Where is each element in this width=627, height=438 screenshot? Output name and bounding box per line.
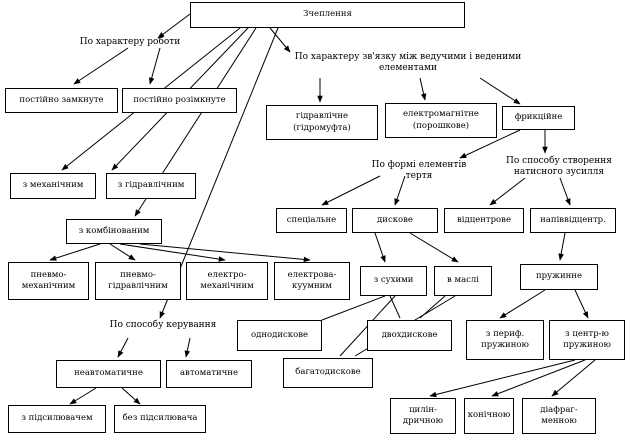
node-pneumo-hydraulic: пневмо- гідравлічним — [95, 262, 181, 300]
edge-operation-closed — [73, 47, 129, 85]
node-without-booster: без підсилювача — [114, 405, 206, 433]
edge-friction-shape — [459, 129, 521, 159]
node-hydraulic-coupling: гідравлічне (гідромуфта) — [266, 105, 378, 140]
node-hydraulic-drive: з гідравлічним — [106, 173, 196, 199]
node-electromagnetic: електромагнітне (порошкове) — [385, 103, 497, 138]
node-dry: з сухими — [360, 266, 427, 296]
node-friction: фрикційне — [502, 106, 575, 130]
node-oil: в маслі — [434, 266, 492, 296]
edge-central-conical — [491, 359, 586, 397]
category-by-friction-shape: По формі елементів тертя — [371, 160, 467, 182]
edge-central-diaphragm — [551, 359, 596, 397]
edge-semi-spring — [558, 232, 566, 261]
edge-disc-dry — [374, 232, 386, 263]
edge-central-cylindrical — [429, 359, 576, 398]
edge-pressure-centrifugal — [489, 177, 526, 206]
node-mechanical-drive: з механічним — [10, 173, 96, 199]
node-electro-mechanical: електро- механічним — [186, 262, 268, 300]
node-centrifugal: відцентрове — [444, 208, 524, 233]
node-multi-disc: багатодискове — [283, 358, 373, 388]
edge-control-nonauto — [117, 337, 129, 358]
edge-pressure-semi — [559, 177, 571, 206]
edge-shape-disc — [394, 175, 406, 206]
node-central-spring: з центр-ю пружиною — [549, 320, 625, 360]
edge-spring-central — [574, 289, 589, 319]
edge-control-auto — [184, 337, 191, 358]
edge-nonauto-booster — [69, 387, 97, 405]
edge-root-connection — [269, 27, 291, 53]
edge-combined-pneumomech — [49, 243, 101, 261]
edge-nonauto-nobooster — [121, 387, 141, 405]
category-by-control: По способу керування — [109, 320, 217, 330]
edge-combined-electrovac — [139, 243, 311, 263]
category-by-connection: По характеру зв'язку між ведучими і веде… — [294, 52, 522, 74]
edge-combined-electromech — [119, 243, 226, 262]
node-automatic: автоматичне — [166, 360, 252, 388]
edge-disc-oil — [409, 232, 459, 263]
node-spring: пружинне — [520, 264, 598, 290]
edge-connection-friction — [479, 77, 521, 105]
node-normally-open: постійно розімкнуте — [122, 88, 237, 113]
node-disc: дискове — [352, 208, 438, 233]
edge-operation-open — [148, 47, 161, 85]
edge-root-operation — [157, 13, 191, 39]
node-pneumo-mechanical: пневмо- механічним — [8, 262, 89, 300]
node-peripheral-springs: з периф. пружиною — [466, 320, 544, 360]
node-combined-drive: з комбінованим — [66, 219, 162, 244]
category-by-operation: По характеру роботи — [79, 37, 181, 47]
node-semi-centrifugal: напіввідцентр. — [530, 208, 616, 233]
edge-shape-special — [321, 175, 381, 206]
node-diaphragm: діафраг- менною — [522, 398, 596, 434]
node-double-disc: двохдискове — [367, 320, 452, 351]
node-electro-vacuum: електрова- куумним — [274, 262, 350, 300]
node-single-disc: однодискове — [237, 320, 322, 351]
node-normally-closed: постійно замкнуте — [5, 88, 118, 113]
node-cylindrical: цилін- дричною — [390, 398, 456, 434]
node-root: Зчеплення — [190, 2, 465, 28]
edge-combined-pneumohydr — [109, 243, 136, 261]
node-special: спеціальне — [276, 208, 347, 233]
edge-connection-electromagnetic — [419, 77, 427, 101]
edge-spring-peripheral — [499, 289, 546, 319]
category-by-pressure-method: По способу створення натисного зусилля — [506, 156, 612, 178]
node-non-automatic: неавтоматичне — [56, 360, 161, 388]
node-with-booster: з підсилювачем — [8, 405, 106, 433]
edge-dry-single — [321, 295, 386, 321]
node-conical: конічною — [464, 398, 514, 434]
